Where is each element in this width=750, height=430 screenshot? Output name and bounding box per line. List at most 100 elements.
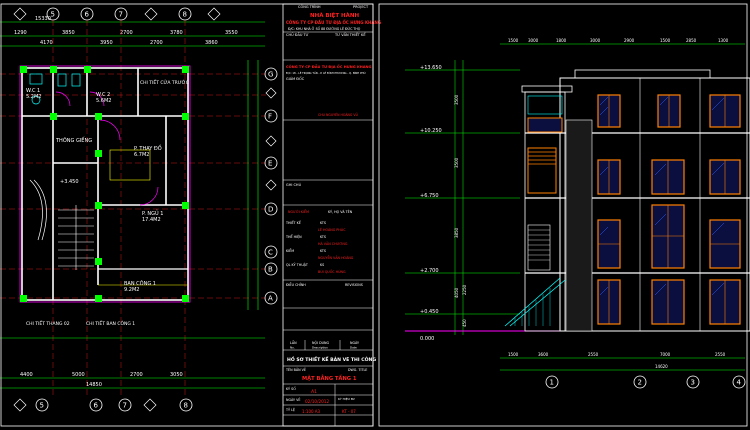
tb-role-code-0: KTS xyxy=(320,221,326,225)
tb-drawing-no-label: KÝ HIỆU BV xyxy=(338,396,356,401)
elev-grid-bubbles: 1 2 3 4 xyxy=(545,375,746,389)
floor-level-mark: +3.450 xyxy=(60,179,79,185)
elev-bottom-dim-total: 14620 xyxy=(655,364,668,369)
grid-right-A: A xyxy=(268,295,273,303)
level-5: +0.450 xyxy=(420,309,439,315)
side-dim-4: 4050 xyxy=(454,287,459,298)
level-2: +10.250 xyxy=(420,128,442,134)
elevation-sheet: +13.650 +10.250 +6.750 +2.700 +0.450 0.0… xyxy=(405,38,750,389)
tb-role-code-3: KS xyxy=(320,263,324,267)
elev-top-dim-8: 1300 xyxy=(718,38,729,43)
tb-address: Đ/C: KHU NHÀ Ở SỐ 88 ĐƯỜNG LÊ ĐỨC THỌ xyxy=(288,26,361,31)
bottom-dimension-lines xyxy=(0,337,265,389)
dim-bottom-4: 2700 xyxy=(130,372,143,378)
tb-top-label: CÔNG TRÌNH xyxy=(298,4,321,9)
tb-role-0: THIẾT KẾ xyxy=(285,219,302,225)
tb-role-name-3: BÙI QUỐC HÙNG xyxy=(318,269,346,274)
grid-axes xyxy=(0,20,266,395)
exterior-staircase xyxy=(504,277,566,327)
floor-plan-walls xyxy=(19,65,191,303)
floor-plan-sheet: 15330 1290 3850 2700 3780 3550 4170 3950… xyxy=(0,7,278,412)
grid-right-B: B xyxy=(268,266,273,274)
elev-top-dim-3: 1800 xyxy=(556,38,567,43)
tb-scale-label: TỶ LỆ xyxy=(285,407,295,412)
tb-notes: GHI CHÚ xyxy=(286,182,302,187)
grid-right-D: D xyxy=(268,206,273,214)
tb-director-name: CHU NGUYÊN HOÀNG VŨ xyxy=(318,112,359,117)
right-dimension-lines xyxy=(247,60,259,310)
level-6: 0.000 xyxy=(420,336,434,342)
tb-owner-label: CHỦ ĐẦU TƯ xyxy=(286,32,309,37)
tb-role-3: QL KỸ THUẬT xyxy=(286,262,309,267)
tb-drawing-name-label: TÊN BẢN VẼ xyxy=(285,367,306,372)
bottom-grid-bubbles: 5 6 7 8 xyxy=(13,398,193,412)
elev-bottom-dim-1: 1500 xyxy=(508,352,519,357)
elevation-windows xyxy=(597,94,741,325)
elev-grid-2: 2 xyxy=(638,379,642,387)
tb-role-code-2: KTS xyxy=(320,249,326,253)
grid-bottom-6: 6 xyxy=(94,402,99,410)
elev-grid-4: 4 xyxy=(737,379,742,387)
elev-bottom-dim-4: 7000 xyxy=(660,352,671,357)
dim-top-3: 3850 xyxy=(62,30,75,36)
right-grid-bubbles: G F E D C B A xyxy=(264,67,278,305)
dim-bottom-2: 4400 xyxy=(20,372,33,378)
grid-bottom-8: 8 xyxy=(184,402,188,410)
tb-drawing-name-label-right: DWG. TITLE xyxy=(348,368,367,372)
elev-top-dim-1: 1500 xyxy=(508,38,519,43)
tb-top-label-right: PROJECT xyxy=(353,5,369,9)
right-sheet-border xyxy=(378,3,748,427)
grid-bottom-7: 7 xyxy=(123,402,127,410)
tb-sign-right: KÝ, HỌ VÀ TÊN xyxy=(328,209,353,214)
tb-stage: HỒ SƠ THIẾT KẾ BẢN VẼ THI CÔNG xyxy=(287,354,376,363)
detail-note-3: CHI TIẾT CỬA TRƯỚC xyxy=(140,78,189,86)
level-3: +6.750 xyxy=(420,193,439,199)
elev-top-dim-5: 2900 xyxy=(624,38,635,43)
tb-scale: 1:100 A3 xyxy=(302,409,321,414)
grid-right-F: F xyxy=(268,113,272,121)
tb-owner-line-2: CÔNG TY CP ĐẦU TƯ ĐỊA ỐC HƯNG KHANG xyxy=(286,20,381,25)
grid-top-5: 5 xyxy=(51,11,55,19)
elev-grid-3: 3 xyxy=(691,379,695,387)
side-dim-2: 3500 xyxy=(454,157,459,168)
tb-rev-col-1: LẦN xyxy=(290,340,297,345)
detail-note-2: CHI TIẾT BAN CÔNG 1 xyxy=(86,319,135,327)
grid-top-6: 6 xyxy=(85,11,90,19)
dim-top2-4: 3860 xyxy=(205,40,218,46)
dim-top-4: 2700 xyxy=(120,30,133,36)
elev-top-dim-6: 1500 xyxy=(660,38,671,43)
dim-bottom-5: 3050 xyxy=(170,372,183,378)
side-dim-3: 3850 xyxy=(454,227,459,238)
grid-right-G: G xyxy=(268,71,273,79)
elev-bottom-dim-2: 3600 xyxy=(538,352,549,357)
dim-top-2: 1290 xyxy=(14,30,27,36)
grid-bottom-5: 5 xyxy=(40,402,44,410)
left-sheet-border xyxy=(0,3,374,427)
elev-bottom-dim-5: 2550 xyxy=(715,352,726,357)
tb-date: 02/10/2012 xyxy=(305,399,329,404)
room-thong-gieng: THÔNG GIẾNG xyxy=(55,136,92,144)
tb-revision-right: REVISIONS xyxy=(345,283,363,287)
side-dim-5: 2250 xyxy=(462,284,467,295)
elev-bottom-dim-lines xyxy=(500,357,745,371)
elev-bottom-dim-3: 2550 xyxy=(588,352,599,357)
dim-top-1: 15330 xyxy=(35,16,51,22)
tb-owner-label-right: TƯ VẤN THIẾT KẾ xyxy=(334,31,366,37)
grid-right-E: E xyxy=(268,160,272,168)
tb-sheet-no-label: KÝ SỐ xyxy=(286,386,296,391)
dim-top2-3: 2700 xyxy=(150,40,163,46)
elev-top-dim-2: 3000 xyxy=(528,38,539,43)
tb-role-rows: THIẾT KẾ KTS LÊ HOÀNG PHÚC THỂ HIỆN KTS … xyxy=(285,219,354,274)
tb-rev-col-3: NGÀY xyxy=(350,340,360,345)
side-dim-1: 3500 xyxy=(454,94,459,105)
tb-drawing-name: MẶT BẰNG TẦNG 1 xyxy=(302,373,357,382)
title-block: CÔNG TRÌNH PROJECT NHÀ BIỆT HÀNH CÔNG TY… xyxy=(282,3,381,427)
dim-top-6: 3550 xyxy=(225,30,238,36)
grid-top-8: 8 xyxy=(183,11,187,19)
